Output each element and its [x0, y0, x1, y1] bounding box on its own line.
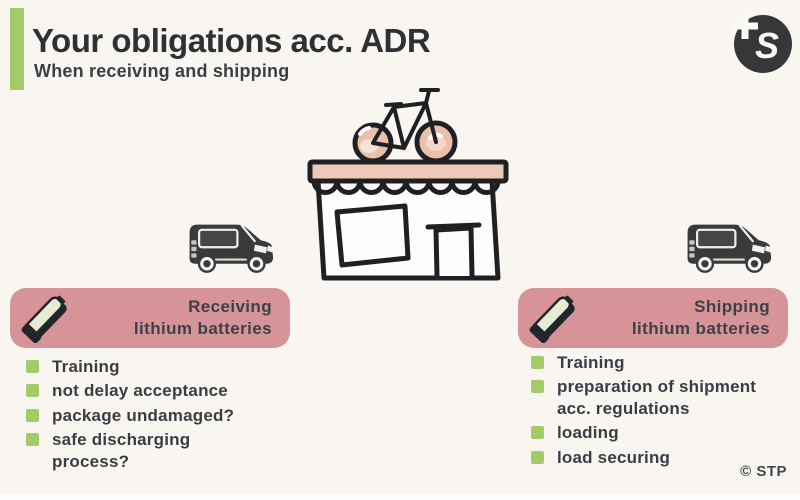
- bullet-square-icon: [26, 384, 39, 398]
- receiving-checklist: Training not delay acceptance package un…: [26, 356, 271, 475]
- delivery-van-icon-left: [180, 215, 280, 276]
- checklist-item: preparation of shipment acc. regulations: [531, 376, 781, 419]
- bicycle-icon: [352, 88, 458, 164]
- bottom-strip: [0, 494, 800, 500]
- checklist-item: loading: [531, 422, 781, 443]
- page-title: Your obligations acc. ADR: [32, 22, 431, 59]
- bike-shop-illustration: [307, 88, 509, 281]
- checklist-item: package undamaged?: [26, 405, 271, 426]
- checklist-item: safe discharging process?: [26, 429, 271, 472]
- bullet-square-icon: [26, 360, 39, 373]
- receiving-banner-label: Receiving lithium batteries: [74, 296, 290, 340]
- green-accent-bar: [10, 8, 24, 90]
- stp-logo-icon: S: [732, 13, 792, 73]
- bullet-square-icon: [531, 426, 544, 440]
- bullet-square-icon: [26, 433, 39, 447]
- shipping-banner-line2: lithium batteries: [631, 319, 770, 338]
- copyright-text: © STP: [740, 463, 787, 480]
- shipping-banner-label: Shipping lithium batteries: [582, 296, 788, 340]
- shop-door: [433, 225, 475, 277]
- shipping-checklist: Training preparation of shipment acc. re…: [531, 352, 781, 471]
- awning: [311, 178, 501, 195]
- shipping-banner-line1: Shipping: [694, 296, 770, 316]
- checklist-item: Training: [531, 352, 781, 373]
- lithium-battery-icon: [528, 293, 582, 343]
- receiving-banner: Receiving lithium batteries: [10, 288, 290, 348]
- checklist-item-text: not delay acceptance: [52, 381, 228, 401]
- bullet-square-icon: [531, 450, 544, 464]
- shop-window: [334, 203, 411, 268]
- delivery-van-icon-right: [678, 215, 778, 276]
- checklist-item-text: Training: [557, 353, 625, 372]
- checklist-item: Training: [26, 356, 271, 377]
- checklist-item-text: loading: [557, 423, 619, 443]
- receiving-banner-line2: lithium batteries: [133, 319, 272, 338]
- shipping-banner: Shipping lithium batteries: [518, 288, 788, 348]
- checklist-item-text: Training: [52, 357, 120, 376]
- checklist-item-text: preparation of shipment acc. regulations: [557, 377, 757, 418]
- page-subtitle: When receiving and shipping: [34, 61, 290, 81]
- checklist-item: load securing: [531, 447, 781, 468]
- checklist-item-text: safe discharging process?: [52, 430, 191, 471]
- plus-icon: [732, 13, 758, 39]
- checklist-item-text: load securing: [557, 447, 671, 467]
- bullet-square-icon: [26, 408, 39, 422]
- receiving-banner-line1: Receiving: [188, 296, 272, 316]
- lithium-battery-icon: [20, 293, 74, 343]
- bullet-square-icon: [531, 380, 544, 394]
- checklist-item: not delay acceptance: [26, 380, 271, 401]
- bullet-square-icon: [531, 356, 544, 369]
- checklist-item-text: package undamaged?: [52, 405, 235, 425]
- logo-letter: S: [755, 25, 779, 66]
